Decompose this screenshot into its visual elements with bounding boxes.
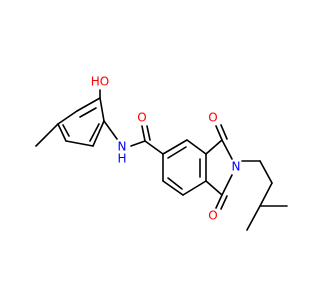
bond	[259, 182, 273, 207]
amide-hydrogen-label: H	[117, 152, 126, 166]
bond	[162, 139, 188, 155]
aryl-N-bond	[103, 120, 118, 140]
bond	[76, 97, 101, 112]
imide-CO-bottom-bond-2	[220, 195, 228, 210]
bond	[57, 123, 67, 142]
phenol-ring	[57, 97, 105, 147]
bond	[65, 140, 94, 147]
bond	[182, 180, 207, 196]
double-bond-inner	[167, 146, 187, 159]
molecule-svg: HO N H O N O O	[35, 75, 288, 231]
imide-ring	[205, 139, 233, 196]
amide-CO-bond-2	[146, 125, 151, 141]
double-bond-inner	[167, 177, 183, 190]
hydroxyl-oxygen-label: HO	[91, 75, 109, 89]
imide-top-oxygen-label: O	[208, 111, 217, 125]
bond	[205, 139, 223, 155]
bond	[205, 180, 223, 196]
methyl-bond	[35, 123, 59, 147]
carbonyl-aryl-bond	[144, 140, 164, 155]
amide-nitrogen-label: N	[118, 140, 127, 154]
imide-CO-top-bond-2	[220, 124, 228, 140]
imide-bottom-oxygen-label: O	[208, 209, 217, 223]
imide-CO-top-bond	[215, 125, 223, 141]
molecule-structure-diagram: HO N H O N O O	[35, 75, 288, 231]
N-C-amide-bond	[130, 140, 146, 147]
amide-CO-bond	[141, 125, 146, 142]
amide-oxygen-label: O	[137, 111, 146, 125]
double-bond-inner	[79, 107, 97, 118]
double-bond-inner	[62, 124, 70, 137]
bond	[99, 97, 105, 122]
bond	[221, 139, 233, 160]
bond	[221, 174, 233, 196]
bond	[92, 120, 105, 147]
bond	[57, 110, 78, 125]
bond	[186, 139, 207, 155]
isoindole-benzene-ring	[162, 139, 207, 196]
imide-CO-bottom-bond	[215, 194, 223, 209]
bond	[259, 160, 273, 184]
bond	[162, 180, 184, 196]
bond	[246, 205, 261, 231]
imide-nitrogen-label: N	[232, 160, 241, 174]
double-bond-inner	[89, 123, 100, 142]
isopentyl-chain	[241, 160, 288, 231]
